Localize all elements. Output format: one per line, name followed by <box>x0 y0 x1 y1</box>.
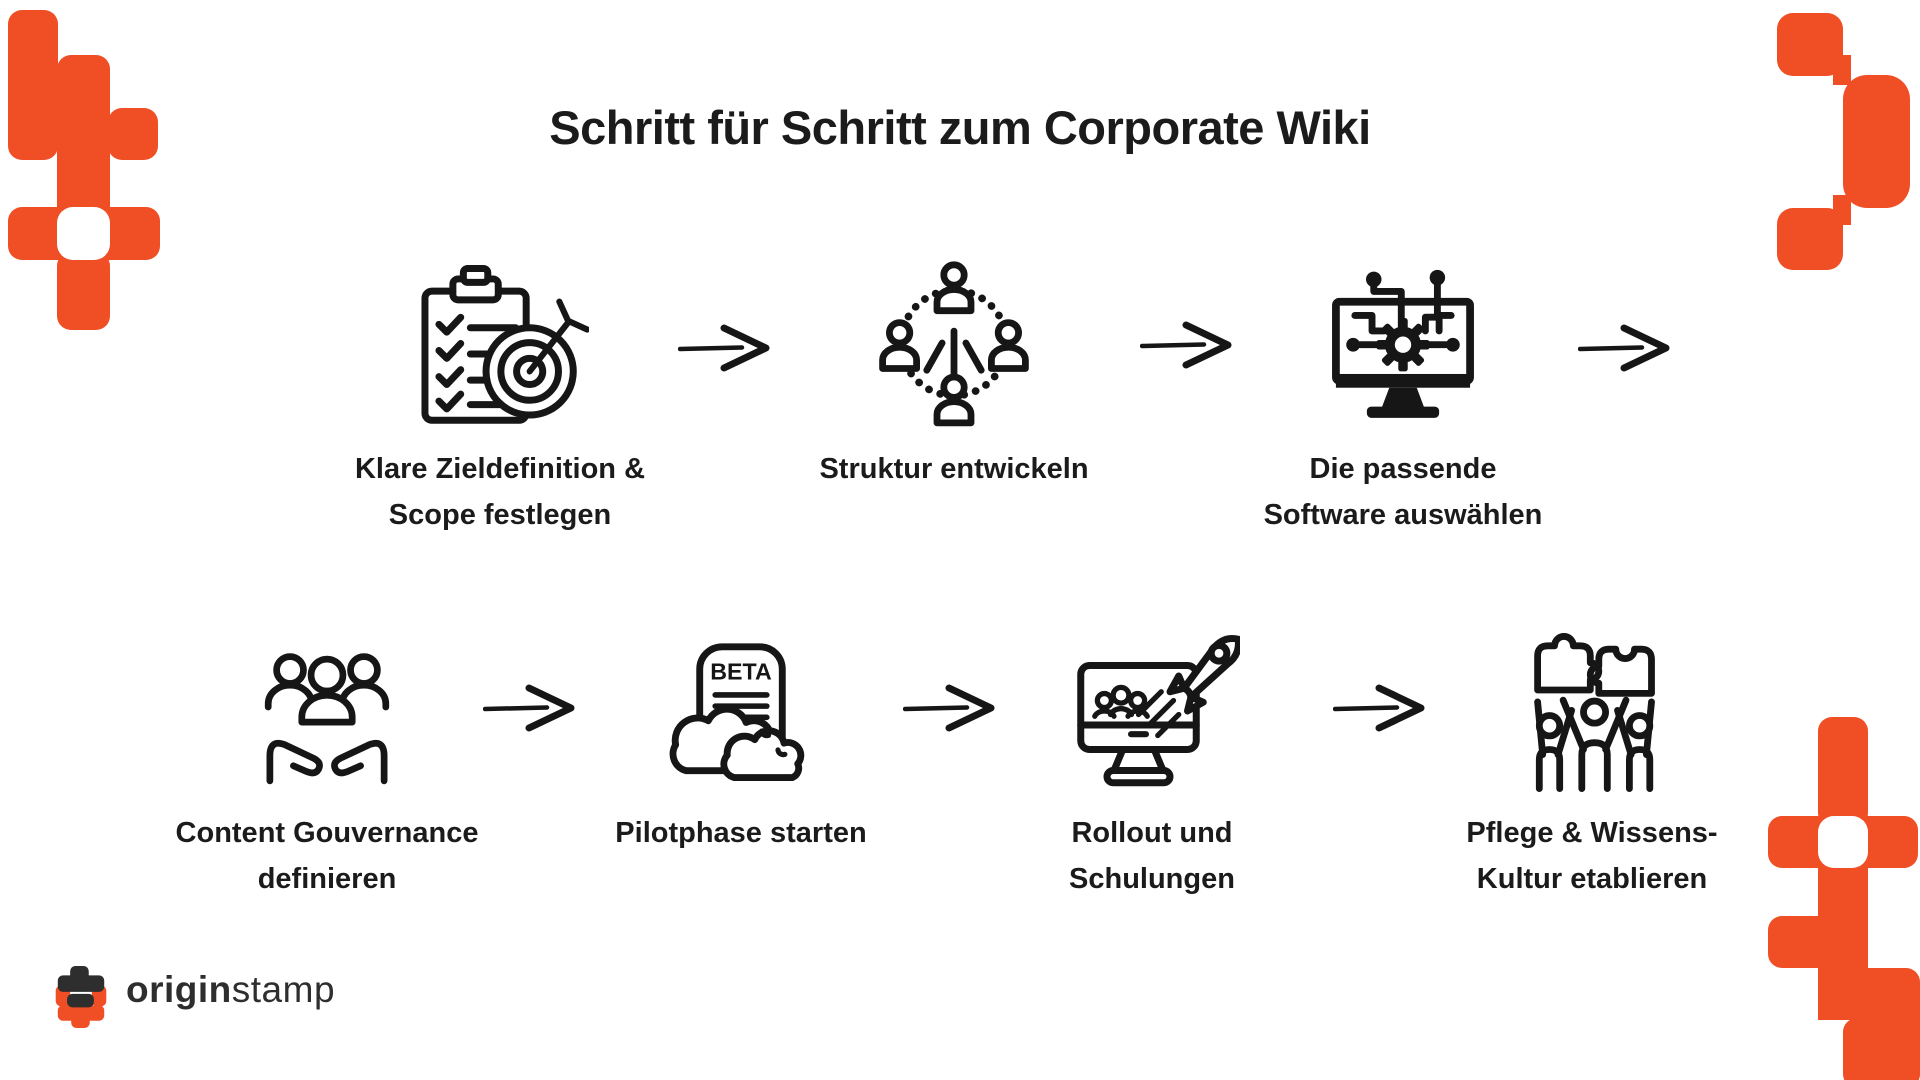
page-title: Schritt für Schritt zum Corporate Wiki <box>549 101 1371 154</box>
arrow-icon <box>1140 321 1232 369</box>
step-2: Struktur entwickeln <box>774 252 1134 492</box>
step-1-label: Klare Zieldefinition & Scope festlegen <box>354 453 646 531</box>
corner-shape-top-left <box>8 10 160 330</box>
originstamp-logo: originstamp <box>52 964 335 1030</box>
beta-label: BETA <box>710 658 772 684</box>
step-4-label: Content Gouvernance definieren <box>175 817 479 895</box>
arrow-icon <box>1578 324 1670 372</box>
step-6: Rollout und Schulungen <box>972 616 1332 902</box>
step-6-label: Rollout und Schulungen <box>1069 817 1235 895</box>
content-governance-icon <box>264 653 390 785</box>
step-3-label: Die passende Software auswählen <box>1263 453 1543 531</box>
step-5: BETA Pilotphase starten <box>561 616 921 856</box>
corner-shape-top-right <box>1777 13 1910 270</box>
step-7-label: Pflege & Wissens- Kultur etablieren <box>1466 817 1718 895</box>
arrow-icon <box>903 684 995 732</box>
software-selection-icon <box>1332 269 1474 418</box>
arrow-icon <box>678 324 770 372</box>
step-4: Content Gouvernance definieren <box>147 616 507 902</box>
step-5-label: Pilotphase starten <box>615 817 867 849</box>
step-2-label: Struktur entwickeln <box>819 453 1089 485</box>
step-7: Pflege & Wissens- Kultur etablieren <box>1412 616 1772 902</box>
step-3: Die passende Software auswählen <box>1223 252 1583 538</box>
arrow-icon <box>1333 684 1425 732</box>
originstamp-mark-icon <box>55 966 107 1028</box>
rollout-icon <box>1076 634 1240 786</box>
arrow-icon <box>483 684 575 732</box>
step-1: Klare Zieldefinition & Scope festlegen <box>320 252 680 538</box>
originstamp-wordmark: originstamp <box>126 969 336 1010</box>
team-structure-icon <box>879 261 1029 427</box>
corner-shape-bottom-right <box>1768 717 1920 1080</box>
knowledge-culture-icon <box>1534 633 1655 792</box>
pilot-phase-icon: BETA <box>669 643 805 781</box>
clipboard-target-icon <box>421 264 589 424</box>
